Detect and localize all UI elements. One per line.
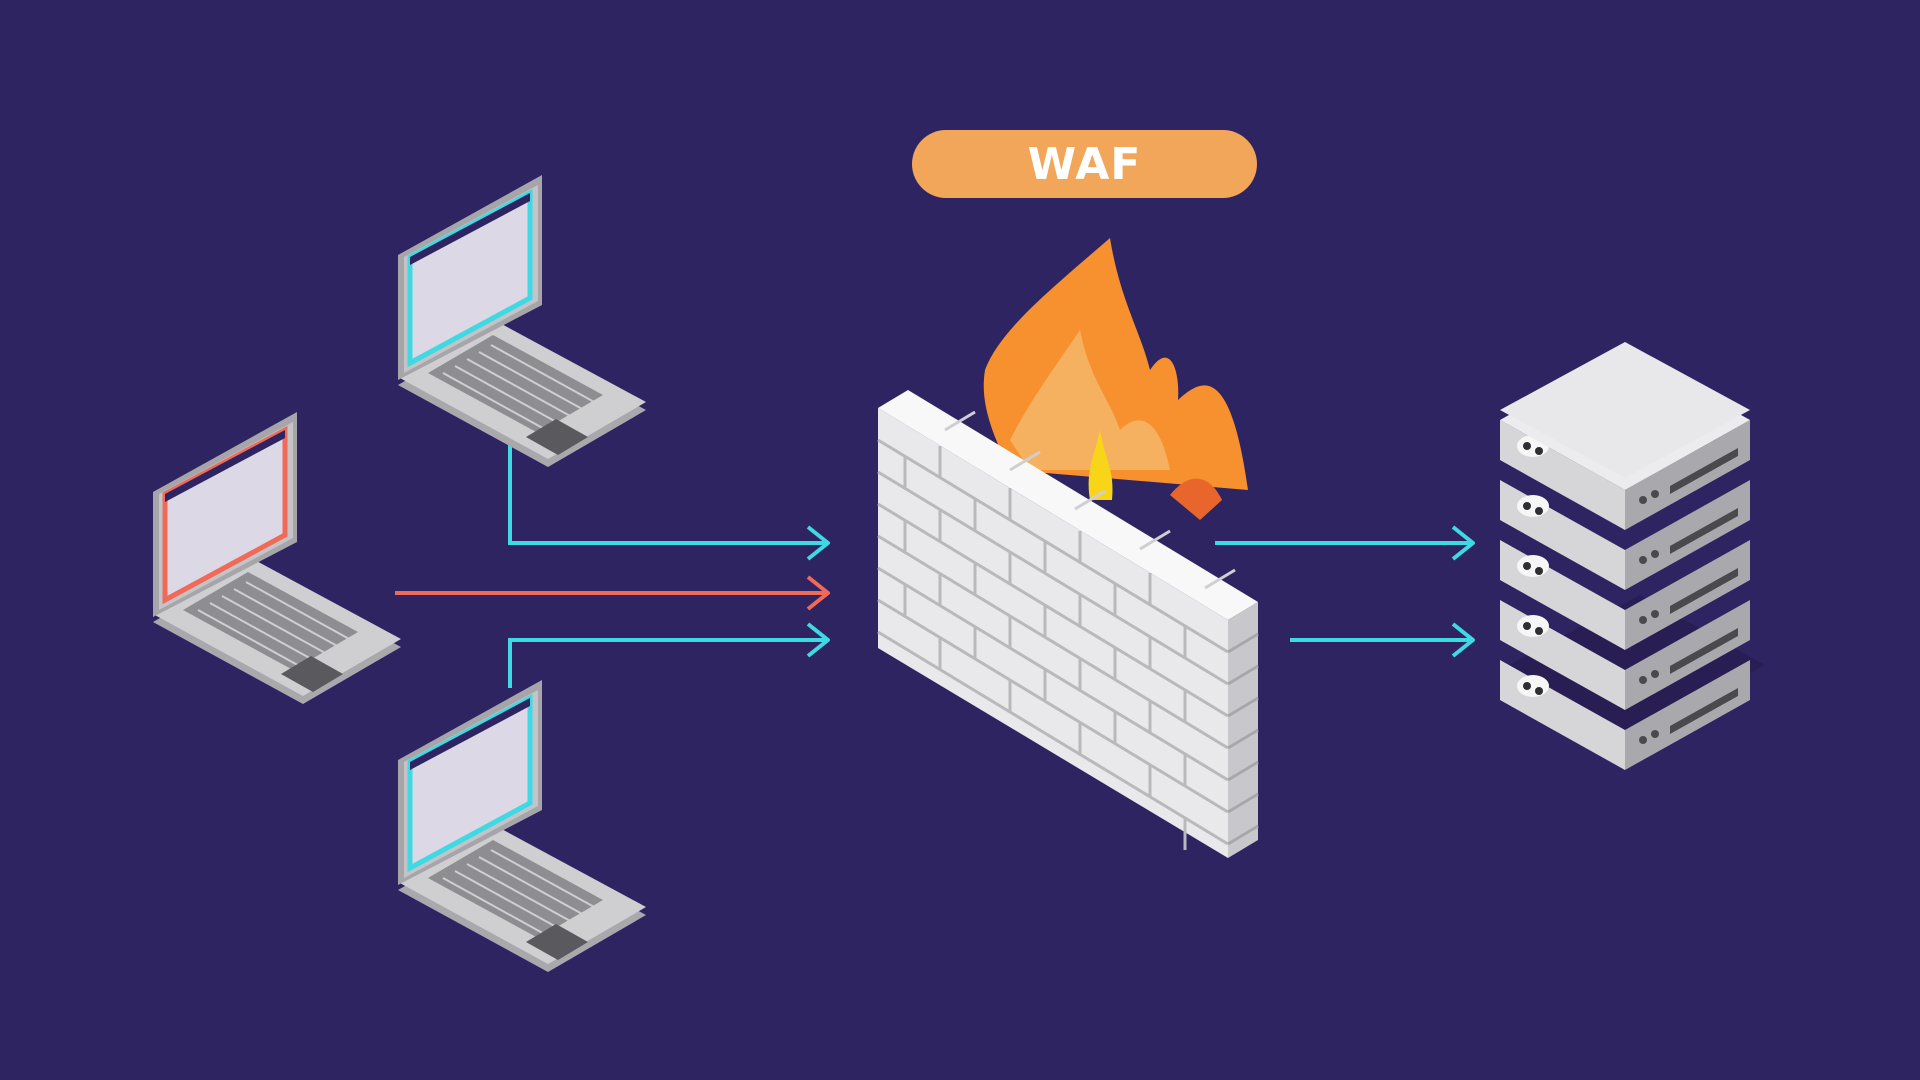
flame-icon [983,238,1248,520]
waf-label: WAF [1027,138,1142,190]
waf-badge: WAF [912,130,1257,198]
server-unit [1500,480,1750,590]
server-unit [1500,420,1750,530]
server-unit [1500,540,1750,650]
laptop-top-icon [397,174,647,468]
legit-connection-line [508,638,828,688]
server-unit [1500,660,1750,770]
server-rack-icon [1500,342,1765,770]
arrow-right-icon [1451,525,1475,561]
laptop-bottom-icon [397,679,647,973]
arrow-right-icon [806,525,830,561]
laptop-middle-icon [152,411,402,705]
legit-connection-line [508,445,828,545]
arrow-right-icon [1451,622,1475,658]
server-unit [1500,600,1750,710]
arrow-right-icon [806,575,830,611]
arrow-right-icon [806,622,830,658]
brick-wall-icon [877,390,1259,858]
